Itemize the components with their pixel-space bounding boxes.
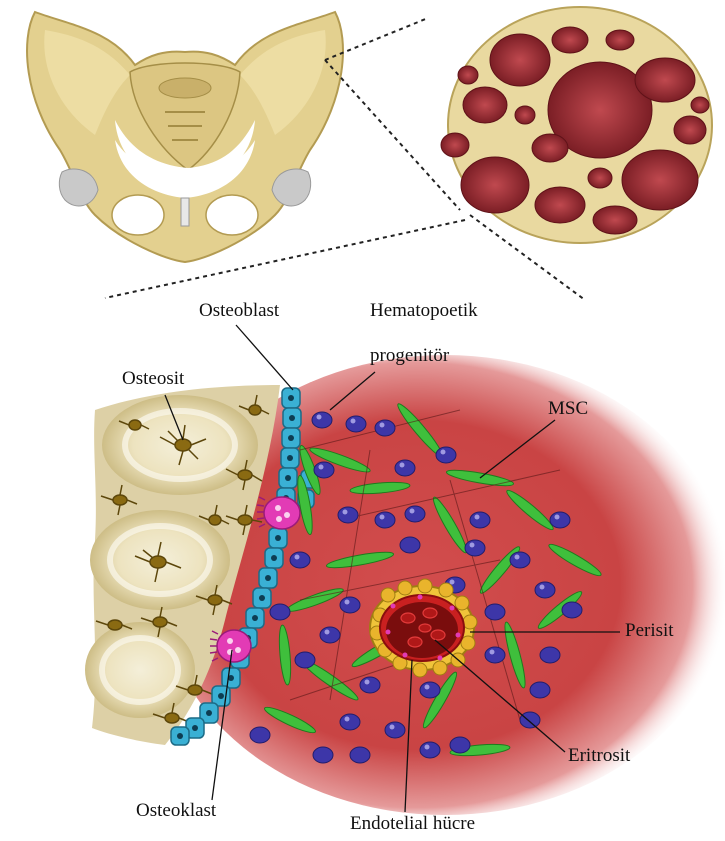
osteosit-label: Osteosit (122, 368, 184, 390)
bone-marrow-section-icon (441, 7, 712, 243)
hematopoetik-label-line2: progenitör (370, 345, 449, 367)
msc-label: MSC (548, 398, 588, 420)
endotelial-label: Endotelial hücre (350, 813, 475, 835)
perisit-label: Perisit (625, 620, 674, 642)
osteoblast-label: Osteoblast (199, 300, 279, 322)
hematopoetik-label-line1: Hematopoetik (370, 300, 478, 322)
eritrosit-label: Eritrosit (568, 745, 630, 767)
osteoklast-label: Osteoklast (136, 800, 216, 822)
pelvis-icon (27, 12, 343, 262)
